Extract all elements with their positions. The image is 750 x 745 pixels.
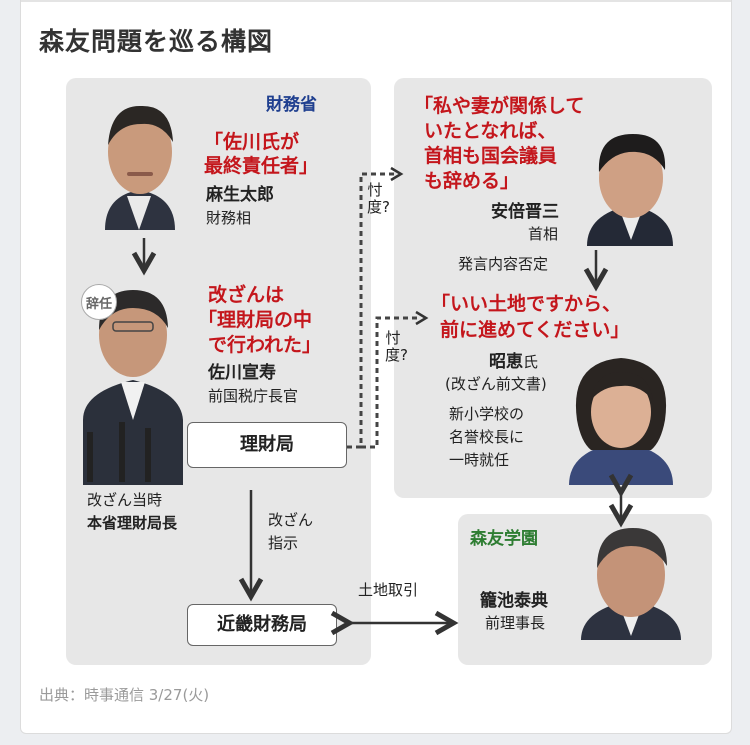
aso-role: 財務相 [206, 209, 252, 227]
akie-note-line-3: 一時就任 [449, 451, 510, 469]
abe-portrait [587, 134, 673, 246]
page-title: 森友問題を巡る構図 [39, 27, 274, 56]
abe-quote-line-4: も辞める」 [424, 170, 520, 192]
mof-label: 財務省 [266, 95, 317, 115]
sontaku-dotted-arrow-icon [347, 166, 429, 449]
rizaikyoku-box: 理財局 [187, 422, 347, 468]
akie-portrait [569, 358, 673, 485]
kagoike-role: 前理事長 [485, 614, 546, 632]
sagawa-role: 前国税庁長官 [208, 387, 299, 405]
instruction-line-2: 指示 [268, 534, 299, 552]
sagawa-quote-line-2: 「理財局の中 [198, 309, 313, 331]
sagawa-quote-line-3: で行われた」 [208, 334, 322, 356]
akie-quote-line-1: 「いい土地ですから、 [431, 293, 622, 315]
akie-note-line-1: 新小学校の [449, 405, 525, 423]
top-rule [21, 0, 731, 2]
akie-note-line-2: 名誉校長に [449, 428, 525, 446]
akie-quote-line-2: 前に進めてください」 [440, 319, 630, 341]
sagawa-quote-line-1: 改ざんは [208, 284, 285, 306]
abe-role: 首相 [528, 225, 559, 243]
aso-quote-line-1: 「佐川氏が [204, 131, 300, 153]
portraits [83, 105, 681, 640]
arrows-layer [21, 166, 731, 733]
sagawa-note-line-2: 本省理財局長 [87, 514, 178, 532]
kinki-box: 近畿財務局 [187, 604, 337, 646]
denial-label: 発言内容否定 [458, 255, 549, 273]
akie-name: 昭恵 [489, 352, 523, 372]
abe-name: 安倍晋三 [491, 202, 559, 222]
abe-quote-line-3: 首相も国会議員 [424, 145, 558, 167]
article-card: 森友問題を巡る構図 財務省 森友学園 [20, 0, 732, 734]
moritomo-label: 森友学園 [470, 529, 538, 549]
akie-name-line: 昭恵氏 [489, 352, 539, 373]
abe-quote-line-2: いたとなれば、 [424, 120, 557, 142]
akie-role: (改ざん前文書) [445, 375, 547, 393]
akie-name-suffix: 氏 [523, 353, 539, 371]
resigned-badge: 辞任 [81, 284, 117, 320]
sagawa-note-line-1: 改ざん当時 [87, 491, 163, 509]
land-deal-label: 土地取引 [358, 581, 419, 599]
aso-quote-line-2: 最終責任者」 [204, 155, 319, 177]
sagawa-name: 佐川宣寿 [208, 363, 276, 383]
kagoike-name: 籠池泰典 [480, 591, 548, 611]
instruction-line-1: 改ざん [268, 511, 314, 529]
kagoike-portrait [581, 528, 681, 640]
sagawa-portrait [83, 290, 183, 485]
source-caption: 出典：時事通信 3/27(火) [39, 686, 210, 704]
aso-name: 麻生太郎 [206, 185, 274, 205]
abe-quote-line-1: 「私や妻が関係して [414, 95, 585, 117]
aso-portrait [105, 105, 175, 230]
